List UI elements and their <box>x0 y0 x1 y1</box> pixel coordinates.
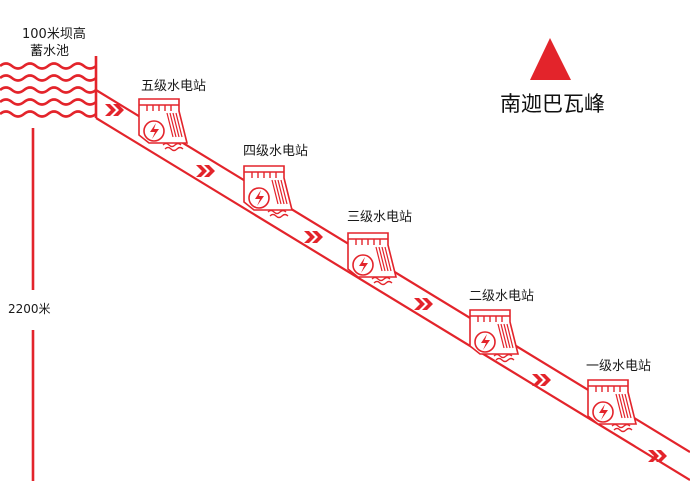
flow-arrows <box>105 104 667 462</box>
reservoir-name-label: 蓄水池 <box>30 44 70 59</box>
station-label-1: 一级水电站 <box>586 359 652 374</box>
double-chevron-right-icon <box>196 165 215 177</box>
double-chevron-right-icon <box>532 374 551 386</box>
hydropower-station-icon <box>347 232 398 286</box>
double-chevron-right-icon <box>105 104 124 116</box>
reservoir-height-label: 100米坝高 <box>22 27 86 42</box>
hydropower-station-icon <box>138 98 189 152</box>
mountain-triangle-icon <box>530 38 571 80</box>
hydropower-station-icon <box>587 379 638 433</box>
station-label-5: 五级水电站 <box>141 79 207 94</box>
station-label-2: 二级水电站 <box>469 289 535 304</box>
slope-bottom-line <box>95 117 690 481</box>
hydropower-station-icon <box>243 165 294 219</box>
double-chevron-right-icon <box>648 450 667 462</box>
stations <box>138 98 638 433</box>
hydropower-station-icon <box>469 309 520 363</box>
double-chevron-right-icon <box>304 231 323 243</box>
station-label-3: 三级水电站 <box>347 210 413 225</box>
double-chevron-right-icon <box>414 298 433 310</box>
water-waves-icon <box>0 56 98 118</box>
station-label-4: 四级水电站 <box>243 144 309 159</box>
peak-name: 南迦巴瓦峰 <box>500 92 605 116</box>
elevation-label: 2200米 <box>8 302 51 316</box>
